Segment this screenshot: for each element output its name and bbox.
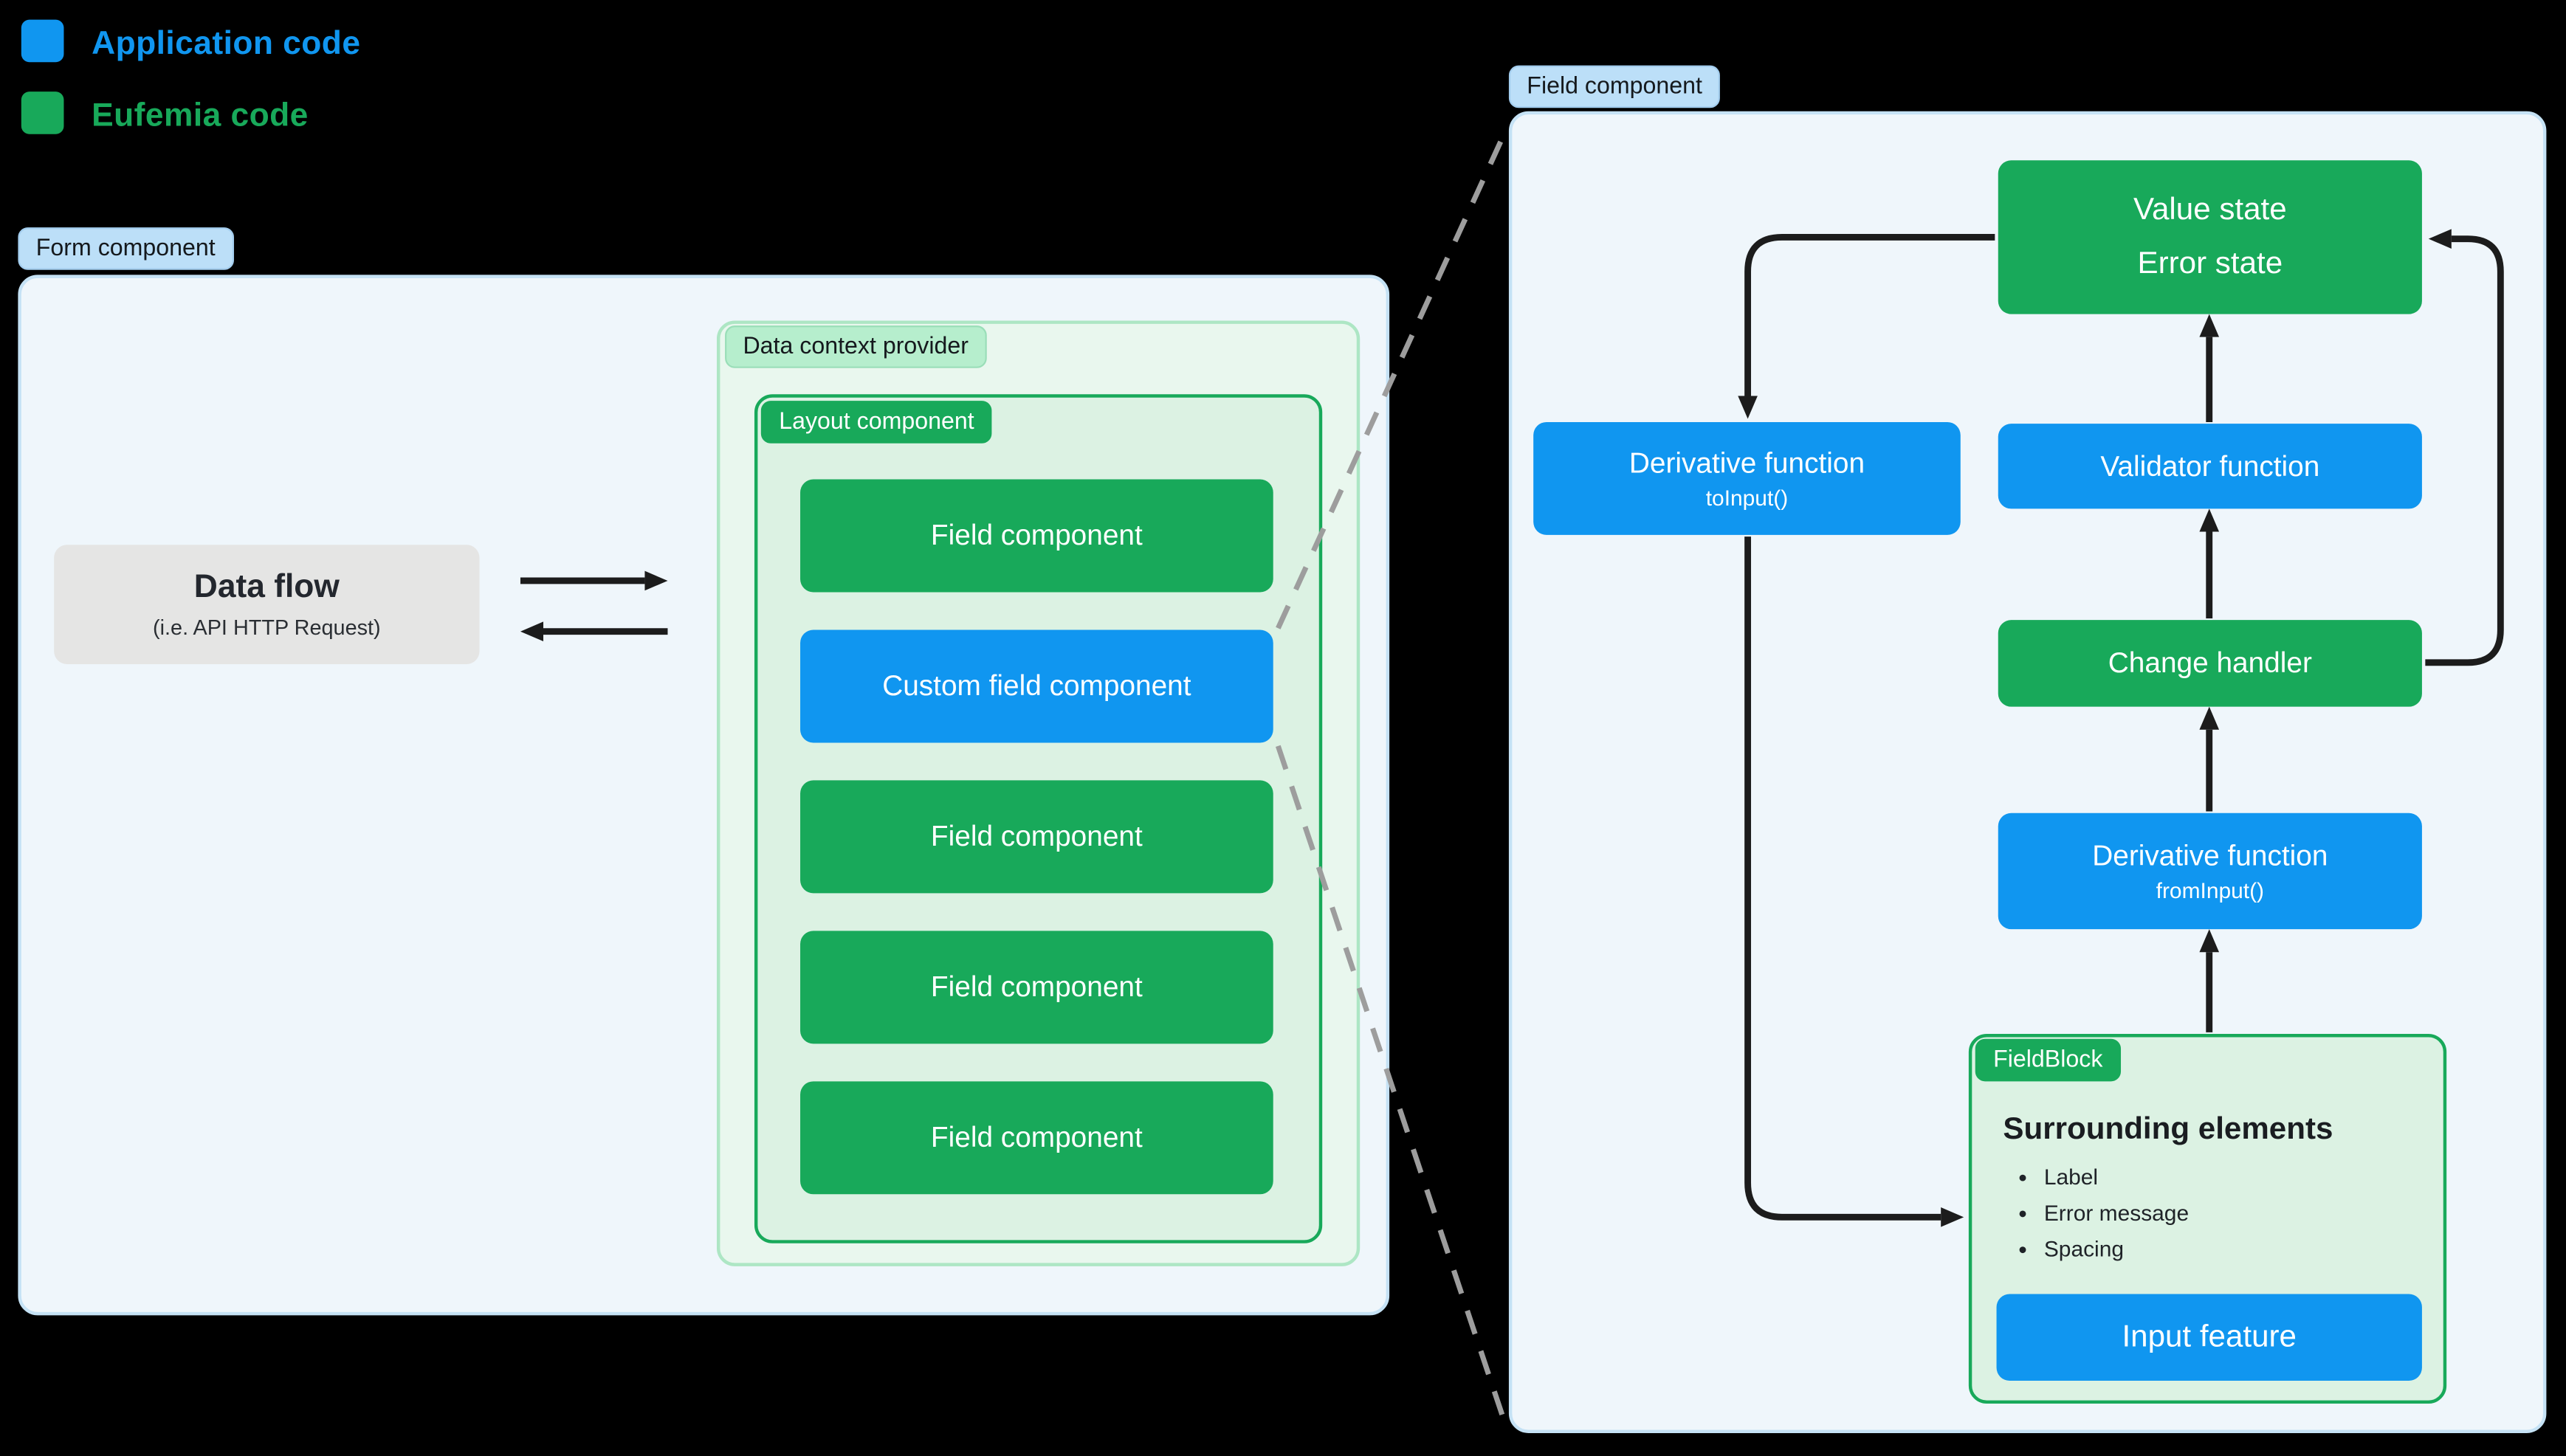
- input-feature-label: Input feature: [2122, 1319, 2297, 1355]
- derivative-from-input-box: Derivative function fromInput(): [1998, 812, 2422, 930]
- derivative-from-input-subtitle: fromInput(): [2156, 878, 2265, 903]
- derivative-to-input-subtitle: toInput(): [1705, 486, 1789, 511]
- value-state-box: Value state Error state: [1998, 160, 2422, 314]
- field-component-label: Field component: [930, 970, 1143, 1003]
- derivative-to-input-title: Derivative function: [1628, 446, 1865, 480]
- field-component-box-1: Field component: [800, 479, 1273, 593]
- field-component-label: Field component: [930, 1120, 1143, 1153]
- list-item-label: Label: [2044, 1160, 2189, 1196]
- field-block-tag: FieldBlock: [1975, 1038, 2121, 1082]
- list-item-error-message: Error message: [2044, 1196, 2189, 1232]
- field-component-box-3: Field component: [800, 931, 1273, 1044]
- change-handler-box: Change handler: [1998, 620, 2422, 707]
- field-component-label: Field component: [930, 819, 1143, 852]
- legend-label-application-code: Application code: [92, 26, 361, 63]
- field-component-box-2: Field component: [800, 780, 1273, 894]
- field-component-box-4: Field component: [800, 1081, 1273, 1195]
- input-feature-box: Input feature: [1996, 1294, 2422, 1381]
- field-component-detail-tag: Field component: [1508, 65, 1721, 108]
- list-item-spacing: Spacing: [2044, 1232, 2189, 1268]
- surrounding-elements-heading: Surrounding elements: [2003, 1112, 2333, 1148]
- custom-field-component-box: Custom field component: [800, 629, 1273, 743]
- derivative-to-input-box: Derivative function toInput(): [1533, 421, 1961, 535]
- legend-swatch-eufemia-code: [21, 92, 64, 134]
- data-flow-title: Data flow: [193, 569, 340, 606]
- field-component-label: Field component: [930, 518, 1143, 552]
- surrounding-elements-list: Label Error message Spacing: [2016, 1160, 2189, 1268]
- legend-label-eufemia-code: Eufemia code: [92, 98, 309, 134]
- data-flow-subtitle: (i.e. API HTTP Request): [153, 615, 381, 640]
- custom-field-component-label: Custom field component: [882, 669, 1191, 703]
- change-handler-label: Change handler: [2108, 646, 2312, 679]
- derivative-from-input-title: Derivative function: [2092, 839, 2328, 872]
- value-state-line1: Value state: [2133, 193, 2287, 228]
- value-state-line2: Error state: [2137, 246, 2283, 282]
- validator-function-label: Validator function: [2100, 449, 2320, 482]
- legend-swatch-application-code: [21, 19, 64, 63]
- layout-component-tag: Layout component: [760, 401, 993, 444]
- validator-function-box: Validator function: [1998, 424, 2422, 509]
- data-context-provider-tag: Data context provider: [725, 325, 987, 368]
- form-component-tag: Form component: [18, 227, 234, 270]
- data-flow-box: Data flow (i.e. API HTTP Request): [54, 545, 480, 665]
